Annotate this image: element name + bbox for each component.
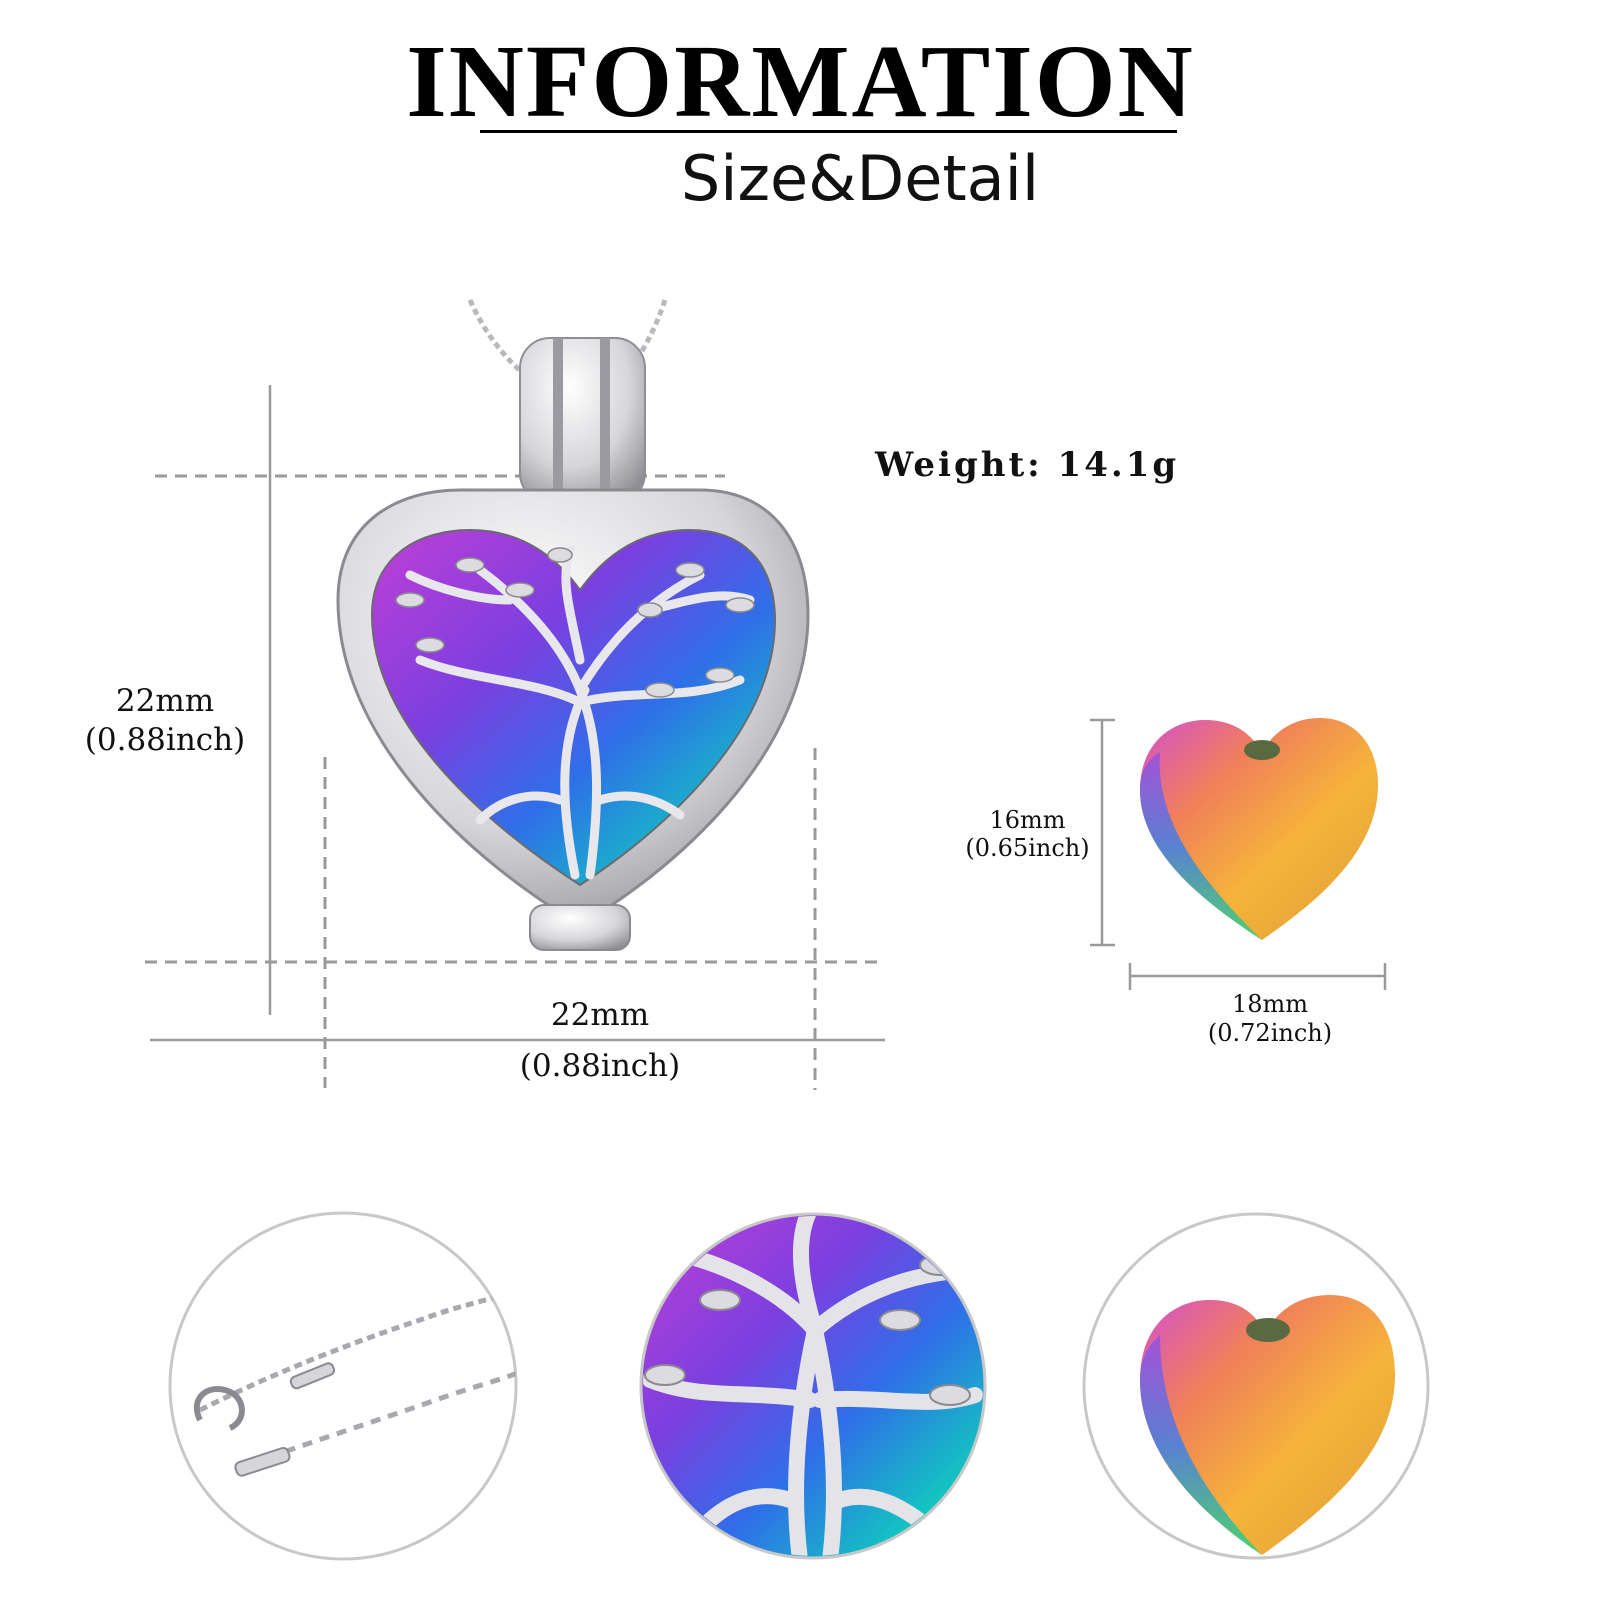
title-underline	[480, 130, 1177, 133]
pendant-width-inch: (0.88inch)	[519, 1048, 681, 1084]
bead-height-inch: (0.65inch)	[965, 834, 1090, 862]
chain-icon	[467, 298, 668, 377]
detail-circle-bead	[1082, 1212, 1430, 1560]
bead-width-inch: (0.72inch)	[1207, 1019, 1333, 1047]
heart-icon	[1140, 718, 1378, 940]
detail-circle-tree	[639, 1212, 987, 1560]
pendant-bail	[519, 337, 646, 504]
pendant-height-inch: (0.88inch)	[84, 722, 246, 758]
weight-label: Weight: 14.1g	[875, 445, 1180, 485]
detail-circle-chain	[168, 1211, 518, 1561]
tree-leaves	[395, 547, 755, 698]
bead-dimension-guides	[1090, 718, 1387, 990]
pendant-width-mm: 22mm	[550, 997, 650, 1033]
page-title: INFORMATION	[406, 24, 1195, 139]
heart-pendant	[336, 488, 810, 951]
bead-width-mm: 18mm	[1231, 990, 1309, 1018]
clasp-icon	[193, 1386, 245, 1431]
page-subtitle: Size&Detail	[680, 142, 1040, 215]
pendant-dimension-guides	[145, 385, 885, 1090]
pendant-height-mm: 22mm	[115, 683, 215, 719]
bead-height-mm: 16mm	[989, 806, 1066, 834]
